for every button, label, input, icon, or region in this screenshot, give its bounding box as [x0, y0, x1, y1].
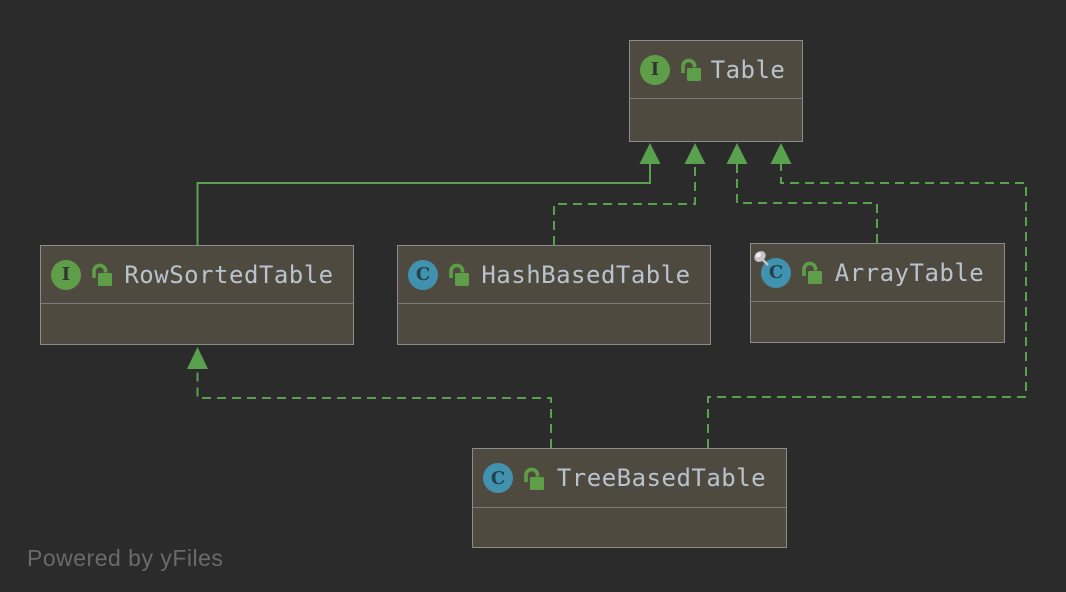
class-icon: C — [408, 259, 438, 290]
node-title: HashBasedTable — [481, 260, 691, 289]
node-title: Table — [710, 55, 786, 84]
node-body — [398, 303, 710, 344]
class-icon: C — [754, 250, 791, 288]
node-body — [630, 98, 802, 141]
node-body — [473, 507, 786, 547]
class-node-rowsortedtable[interactable]: I RowSortedTable — [40, 245, 354, 345]
yfiles-watermark: Powered by yFiles — [27, 545, 224, 571]
open-lock-icon — [681, 58, 701, 81]
edge-treebasedtable-implements-rowsortedtable — [196, 370, 552, 448]
arrowhead-icon — [187, 347, 208, 369]
open-lock-icon — [449, 263, 469, 286]
interface-icon: I — [640, 54, 670, 85]
class-node-treebasedtable[interactable]: C TreeBasedTable — [472, 448, 787, 548]
class-node-table[interactable]: I Table — [629, 40, 803, 142]
class-icon: C — [483, 463, 513, 493]
node-title: RowSortedTable — [124, 260, 334, 289]
arrowhead-icon — [726, 143, 748, 164]
node-header: C HashBasedTable — [398, 246, 710, 303]
arrowhead-icon — [639, 143, 661, 164]
open-lock-icon — [802, 261, 822, 284]
edge-treebasedtable-implements-table — [707, 163, 1027, 448]
node-header: C TreeBasedTable — [473, 449, 786, 507]
arrowhead-icon — [770, 143, 792, 164]
final-pin-icon — [754, 250, 769, 266]
edge-rowsortedtable-extends-table — [196, 163, 651, 245]
node-header: I Table — [630, 41, 802, 98]
node-body — [751, 301, 1004, 342]
class-node-hashbasedtable[interactable]: C HashBasedTable — [397, 245, 711, 345]
node-title: ArrayTable — [834, 258, 985, 287]
open-lock-icon — [524, 467, 544, 490]
node-header: C ArrayTable — [751, 244, 1004, 301]
open-lock-icon — [92, 263, 112, 286]
edge-hashbasedtable-implements-table — [553, 163, 696, 245]
node-title: TreeBasedTable — [556, 464, 767, 492]
node-header: I RowSortedTable — [41, 246, 353, 303]
edge-arraytable-implements-table — [736, 163, 878, 243]
interface-icon: I — [51, 259, 81, 290]
arrowhead-icon — [684, 143, 706, 164]
node-body — [41, 303, 353, 344]
class-node-arraytable[interactable]: C ArrayTable — [750, 243, 1005, 343]
